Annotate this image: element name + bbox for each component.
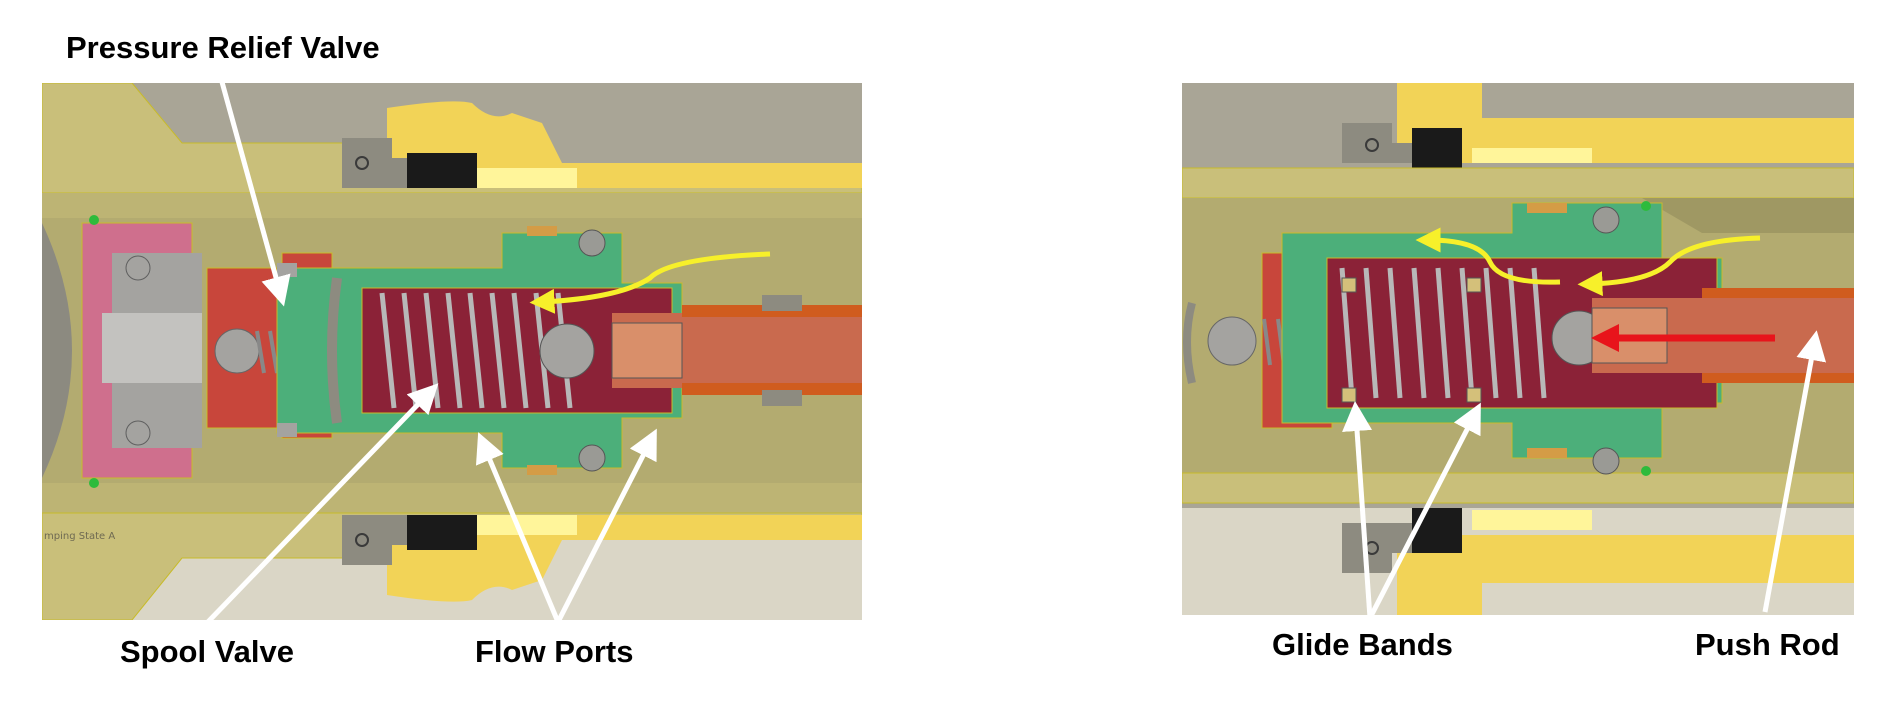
glide-bands-label: Glide Bands [1272, 627, 1453, 662]
pressure-relief-valve-label: Pressure Relief Valve [66, 30, 380, 65]
right-cross-section-drawing [1182, 83, 1854, 615]
right-cross-section-image [1182, 83, 1854, 615]
panel-watermark: mping State A [44, 531, 116, 542]
push-rod-label: Push Rod [1695, 627, 1840, 662]
left-cross-section-drawing [42, 83, 862, 620]
spool-valve-label: Spool Valve [120, 634, 295, 669]
flow-ports-label: Flow Ports [475, 634, 634, 669]
left-cross-section-image: mping State A [42, 83, 862, 620]
